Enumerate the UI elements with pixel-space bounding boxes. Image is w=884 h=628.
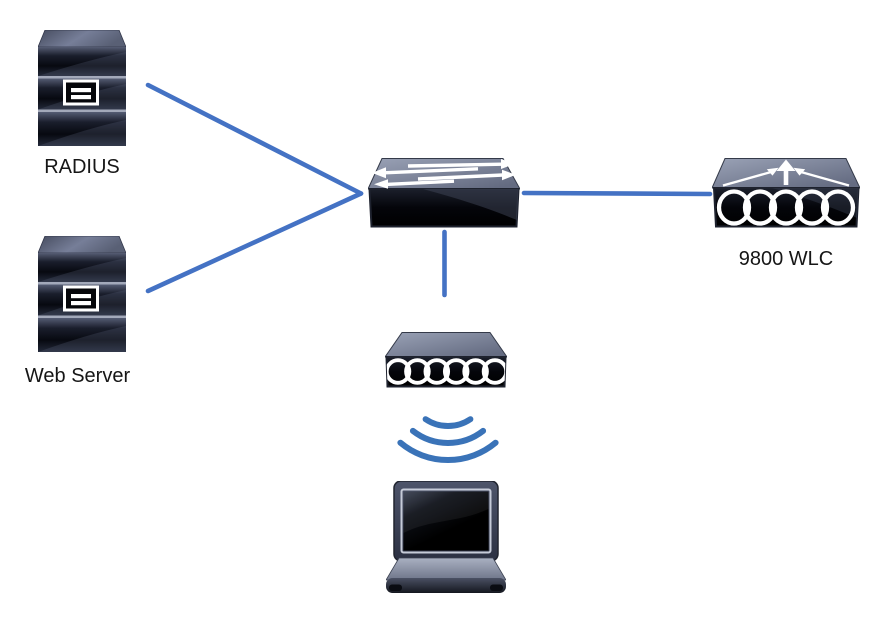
radius-server-icon [38,30,126,148]
link-radius-switch [145,82,364,196]
access-point-icon [385,332,507,388]
web-server-label: Web Server [24,365,131,387]
wlc-top-arrows-icon [722,159,850,187]
switch-arrows-icon [372,159,516,189]
wlc-icon [712,158,860,228]
switch-icon [368,158,520,228]
wlc-coil-icon [716,189,856,226]
laptop-icon [386,481,506,593]
radius-label: RADIUS [44,156,120,178]
link-switch-wlc [521,190,713,197]
wireless-signal-icon [397,416,499,463]
ap-coil-icon [386,358,506,385]
link-webserver-switch [145,191,364,294]
web-server-icon [38,236,126,354]
wlc-label: 9800 WLC [738,248,834,270]
